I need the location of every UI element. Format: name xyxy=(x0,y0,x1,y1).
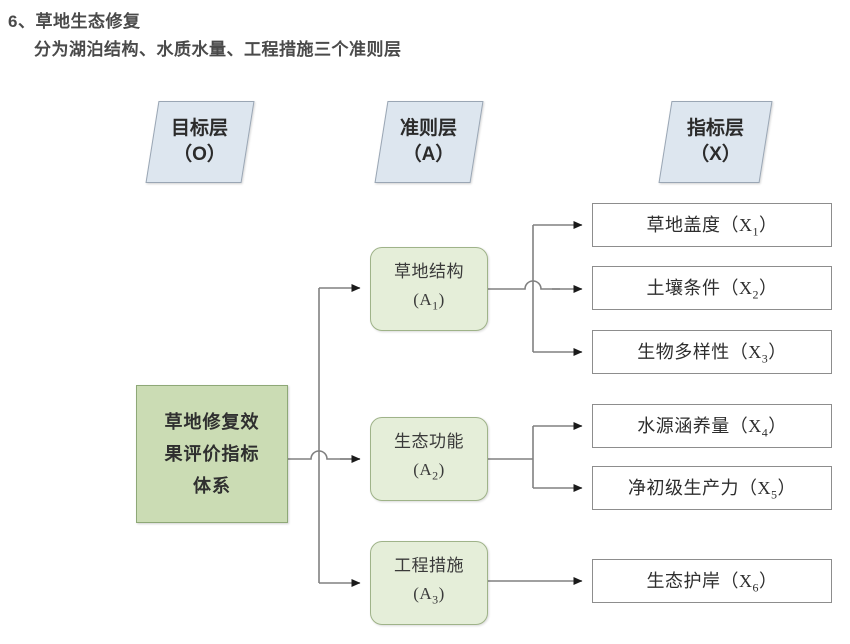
layer-header-criterion-code: （A） xyxy=(403,144,455,165)
indicator-node-x3-label: 生物多样性 xyxy=(637,341,730,362)
indicator-node-x6-label: 生态护岸 xyxy=(646,570,721,591)
indicator-node-x2: 土壤条件（X2） xyxy=(592,266,832,310)
criterion-node-a3: 工程措施 (A3) xyxy=(370,541,488,625)
criterion-node-a2-code: (A2) xyxy=(413,460,445,483)
criterion-node-a1-code: (A1) xyxy=(413,290,445,313)
indicator-node-x3: 生物多样性（X3） xyxy=(592,330,832,374)
indicator-node-x4: 水源涵养量（X4） xyxy=(592,404,832,448)
layer-header-criterion: 准则层 （A） xyxy=(374,101,484,183)
layer-header-goal-code: （O） xyxy=(173,144,227,165)
criterion-node-a2: 生态功能 (A2) xyxy=(370,417,488,501)
wire-goal-trunk xyxy=(288,450,360,460)
layer-header-indicator-code: （X） xyxy=(690,144,741,165)
wire-a1-stem xyxy=(488,280,560,290)
indicator-node-x5: 净初级生产力（X5） xyxy=(592,466,832,510)
layer-header-indicator: 指标层 （X） xyxy=(658,101,773,183)
layer-header-goal: 目标层 （O） xyxy=(145,101,255,183)
criterion-node-a1: 草地结构 (A1) xyxy=(370,247,488,331)
criterion-node-a3-code: (A3) xyxy=(413,584,445,607)
indicator-node-x1-label: 草地盖度 xyxy=(646,214,721,235)
goal-node: 草地修复效 果评价指标 体系 xyxy=(136,385,288,523)
indicator-node-x4-label: 水源涵养量 xyxy=(637,415,730,436)
heading-block: 6、草地生态修复 分为湖泊结构、水质水量、工程措施三个准则层 xyxy=(0,0,850,64)
criterion-node-a1-label: 草地结构 xyxy=(394,262,464,282)
indicator-node-x6: 生态护岸（X6） xyxy=(592,559,832,603)
heading-line-2: 分为湖泊结构、水质水量、工程措施三个准则层 xyxy=(34,40,402,59)
heading-line-1: 6、草地生态修复 xyxy=(8,12,141,31)
criterion-node-a2-label: 生态功能 xyxy=(394,432,464,452)
goal-node-line-3: 体系 xyxy=(193,476,231,496)
indicator-node-x1: 草地盖度（X1） xyxy=(592,203,832,247)
layer-header-criterion-title: 准则层 xyxy=(400,118,458,139)
goal-node-line-1: 草地修复效 xyxy=(164,412,260,432)
indicator-node-x5-label: 净初级生产力 xyxy=(628,477,739,498)
goal-node-line-2: 果评价指标 xyxy=(164,444,260,464)
layer-header-goal-title: 目标层 xyxy=(171,118,229,139)
layer-header-indicator-title: 指标层 xyxy=(686,118,744,139)
criterion-node-a3-label: 工程措施 xyxy=(394,556,464,576)
indicator-node-x2-label: 土壤条件 xyxy=(646,277,721,298)
